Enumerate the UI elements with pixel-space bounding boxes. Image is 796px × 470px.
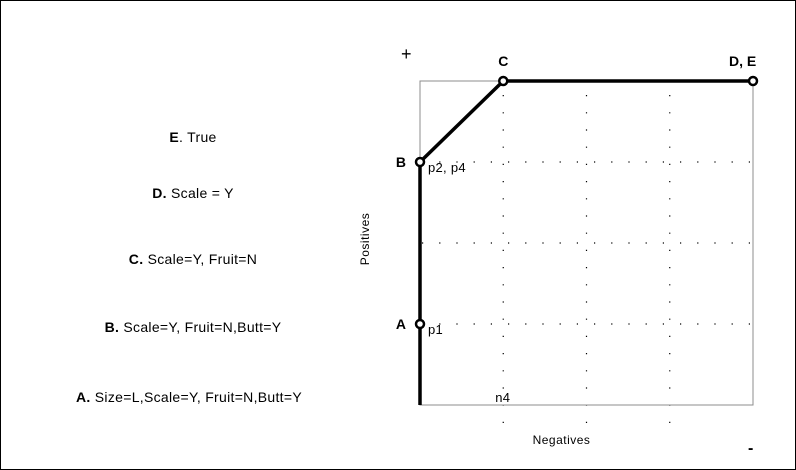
rule-c: C. Scale=Y, Fruit=N — [129, 251, 257, 267]
point-label-b: B — [396, 154, 406, 170]
y-axis-label: Positives — [358, 213, 372, 266]
point-b — [414, 156, 426, 168]
annotation-n4: n4 — [495, 390, 510, 405]
corner-minus: - — [748, 440, 753, 457]
point-a — [414, 318, 426, 330]
rule-e: E. True — [169, 129, 216, 145]
corner-plus: + — [401, 44, 412, 64]
point-label-c: C — [498, 53, 508, 69]
labels: A B C D, E p1 p2, p4 n4 — [396, 53, 756, 405]
point-label-a: A — [396, 316, 406, 332]
rule-c-letter: C. — [128, 251, 144, 267]
point-label-d-e: D, E — [729, 53, 756, 69]
rule-d: D. Scale = Y — [152, 185, 234, 201]
rule-d-letter: D. — [152, 185, 167, 201]
grid — [422, 95, 753, 433]
series — [414, 75, 759, 405]
rule-e-text: . True — [179, 129, 217, 145]
rule-b-text: Scale=Y, Fruit=N,Butt=Y — [119, 319, 282, 335]
rule-a-text: Size=L,Scale=Y, Fruit=N,Butt=Y — [90, 389, 302, 405]
rule-e-letter: E — [169, 129, 180, 145]
rule-d-text: Scale = Y — [166, 185, 234, 201]
annotation-p2-p4: p2, p4 — [428, 160, 466, 175]
rule-c-text: Scale=Y, Fruit=N — [143, 251, 258, 267]
rule-a-letter: A. — [76, 389, 91, 405]
annotation-p1: p1 — [428, 322, 443, 337]
x-axis-label: Negatives — [533, 433, 591, 447]
rule-b: B. Scale=Y, Fruit=N,Butt=Y — [105, 319, 282, 335]
rule-a: A. Size=L,Scale=Y, Fruit=N,Butt=Y — [76, 389, 302, 405]
rule-b-letter: B. — [104, 319, 120, 335]
point-d-e — [747, 75, 759, 87]
point-c — [498, 75, 509, 87]
